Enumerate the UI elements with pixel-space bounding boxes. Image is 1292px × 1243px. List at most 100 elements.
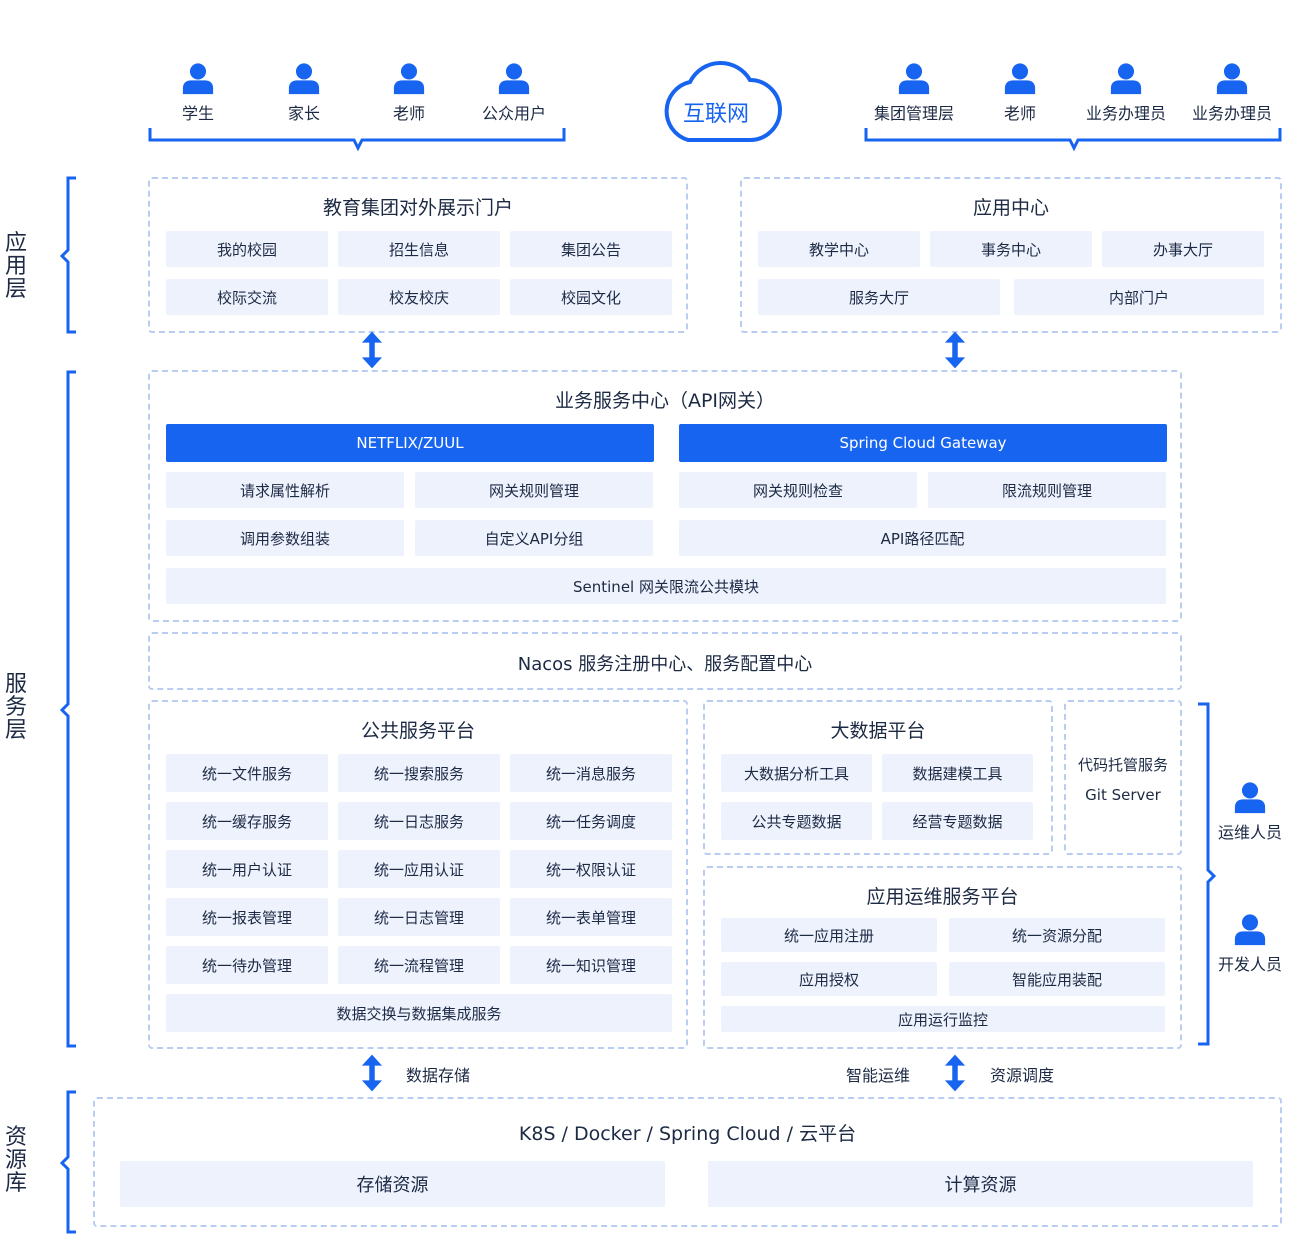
app-center-item: 教学中心 bbox=[758, 231, 920, 267]
gateway-item: 自定义API分组 bbox=[415, 520, 653, 556]
app-center-box: 应用中心 教学中心 事务中心 办事大厅 服务大厅 内部门户 bbox=[740, 177, 1282, 333]
gateway-title: 业务服务中心（API网关） bbox=[554, 390, 776, 412]
compute-resource: 计算资源 bbox=[708, 1161, 1253, 1207]
bigdata-box: 大数据平台 大数据分析工具 数据建模工具 公共专题数据 经营专题数据 bbox=[703, 700, 1053, 855]
public-item: 统一日志服务 bbox=[338, 802, 500, 840]
bigdata-item: 经营专题数据 bbox=[882, 802, 1033, 840]
user-label: 老师 bbox=[1003, 104, 1036, 123]
public-item: 统一用户认证 bbox=[166, 850, 328, 888]
app-center-item: 内部门户 bbox=[1014, 279, 1264, 315]
public-item: 统一文件服务 bbox=[166, 754, 328, 792]
portal-item: 校友校庆 bbox=[338, 279, 500, 315]
user-icon bbox=[1109, 62, 1143, 96]
portal-item: 招生信息 bbox=[338, 231, 500, 267]
user-label: 集团管理层 bbox=[873, 104, 954, 123]
ops-item: 应用授权 bbox=[721, 962, 937, 996]
ops-item: 智能应用装配 bbox=[949, 962, 1165, 996]
left-users-brace bbox=[148, 128, 566, 152]
user-icon bbox=[1233, 913, 1267, 947]
user-icon bbox=[287, 62, 321, 96]
role-label: 开发人员 bbox=[1217, 955, 1282, 974]
public-item: 统一待办管理 bbox=[166, 946, 328, 984]
user-icon bbox=[897, 62, 931, 96]
app-layer-label: 应用层 bbox=[4, 231, 27, 302]
user-icon bbox=[1215, 62, 1249, 96]
user-label: 老师 bbox=[392, 104, 425, 123]
role-label: 运维人员 bbox=[1217, 823, 1282, 842]
public-item: 统一知识管理 bbox=[510, 946, 672, 984]
portal-item: 校际交流 bbox=[166, 279, 328, 315]
ops-platform-box: 应用运维服务平台 统一应用注册 统一资源分配 应用授权 智能应用装配 应用运行监… bbox=[703, 866, 1182, 1049]
user-icon bbox=[1003, 62, 1037, 96]
double-arrow-icon bbox=[361, 330, 383, 370]
service-layer-brace bbox=[59, 370, 76, 1048]
zuul-bar: NETFLIX/ZUUL bbox=[166, 424, 654, 462]
user-icon bbox=[181, 62, 215, 96]
public-item: 统一报表管理 bbox=[166, 898, 328, 936]
public-item: 统一权限认证 bbox=[510, 850, 672, 888]
resource-scheduling-label: 资源调度 bbox=[990, 1066, 1055, 1085]
public-item: 统一应用认证 bbox=[338, 850, 500, 888]
user-group-mgmt: 集团管理层 bbox=[866, 62, 962, 124]
gateway-item: 调用参数组装 bbox=[166, 520, 404, 556]
nacos-box: Nacos 服务注册中心、服务配置中心 bbox=[148, 632, 1182, 690]
nacos-label: Nacos 服务注册中心、服务配置中心 bbox=[517, 654, 813, 675]
smart-ops-label: 智能运维 bbox=[846, 1066, 911, 1085]
user-public: 公众用户 bbox=[474, 62, 554, 124]
public-item: 统一消息服务 bbox=[510, 754, 672, 792]
user-icon bbox=[497, 62, 531, 96]
double-arrow-icon bbox=[361, 1053, 383, 1093]
portal-box: 教育集团对外展示门户 我的校园 招生信息 集团公告 校际交流 校友校庆 校园文化 bbox=[148, 177, 688, 333]
portal-item: 集团公告 bbox=[510, 231, 672, 267]
ops-platform-title: 应用运维服务平台 bbox=[866, 886, 1019, 908]
resource-box: K8S / Docker / Spring Cloud / 云平台 存储资源 计… bbox=[93, 1097, 1282, 1227]
user-parent: 家长 bbox=[272, 62, 336, 124]
app-center-item: 事务中心 bbox=[930, 231, 1092, 267]
double-arrow-icon bbox=[944, 330, 966, 370]
user-label: 业务办理员 bbox=[1191, 104, 1272, 123]
data-storage-label: 数据存储 bbox=[406, 1066, 471, 1085]
data-exchange-bar: 数据交换与数据集成服务 bbox=[166, 994, 672, 1032]
user-clerk-2: 业务办理员 bbox=[1184, 62, 1280, 124]
portal-item: 校园文化 bbox=[510, 279, 672, 315]
public-platform-title: 公共服务平台 bbox=[360, 720, 475, 742]
gateway-item: 网关规则管理 bbox=[415, 472, 653, 508]
gateway-item: 限流规则管理 bbox=[928, 472, 1166, 508]
user-student: 学生 bbox=[166, 62, 230, 124]
gateway-item: 请求属性解析 bbox=[166, 472, 404, 508]
public-item: 统一缓存服务 bbox=[166, 802, 328, 840]
internet-label: 互联网 bbox=[682, 102, 749, 127]
user-clerk-1: 业务办理员 bbox=[1078, 62, 1174, 124]
code-hosting-label: 代码托管服务 bbox=[1077, 756, 1168, 774]
scg-bar: Spring Cloud Gateway bbox=[679, 424, 1167, 462]
user-label: 公众用户 bbox=[481, 104, 546, 123]
user-label: 业务办理员 bbox=[1085, 104, 1166, 123]
roles-brace bbox=[1198, 702, 1217, 1046]
gateway-item: API路径匹配 bbox=[679, 520, 1166, 556]
public-item: 统一日志管理 bbox=[338, 898, 500, 936]
resource-layer-label: 资源库 bbox=[4, 1125, 27, 1196]
internet-cloud: 互联网 bbox=[646, 52, 786, 146]
user-label: 学生 bbox=[181, 104, 214, 123]
double-arrow-icon bbox=[944, 1053, 966, 1093]
bigdata-title: 大数据平台 bbox=[830, 720, 926, 742]
storage-resource: 存储资源 bbox=[120, 1161, 665, 1207]
bigdata-item: 数据建模工具 bbox=[882, 754, 1033, 792]
user-teacher-right: 老师 bbox=[988, 62, 1052, 124]
app-center-item: 服务大厅 bbox=[758, 279, 1000, 315]
portal-item: 我的校园 bbox=[166, 231, 328, 267]
public-item: 统一流程管理 bbox=[338, 946, 500, 984]
user-teacher: 老师 bbox=[377, 62, 441, 124]
user-label: 家长 bbox=[287, 104, 320, 123]
role-dev: 开发人员 bbox=[1214, 913, 1286, 975]
bigdata-item: 公共专题数据 bbox=[721, 802, 872, 840]
ops-item: 统一资源分配 bbox=[949, 918, 1165, 952]
public-item: 统一表单管理 bbox=[510, 898, 672, 936]
cloud-icon bbox=[664, 60, 782, 142]
role-ops: 运维人员 bbox=[1214, 781, 1286, 843]
user-icon bbox=[392, 62, 426, 96]
service-layer-label: 服务层 bbox=[4, 672, 27, 743]
ops-item: 统一应用注册 bbox=[721, 918, 937, 952]
app-center-title: 应用中心 bbox=[972, 197, 1049, 219]
user-icon bbox=[1233, 781, 1267, 815]
